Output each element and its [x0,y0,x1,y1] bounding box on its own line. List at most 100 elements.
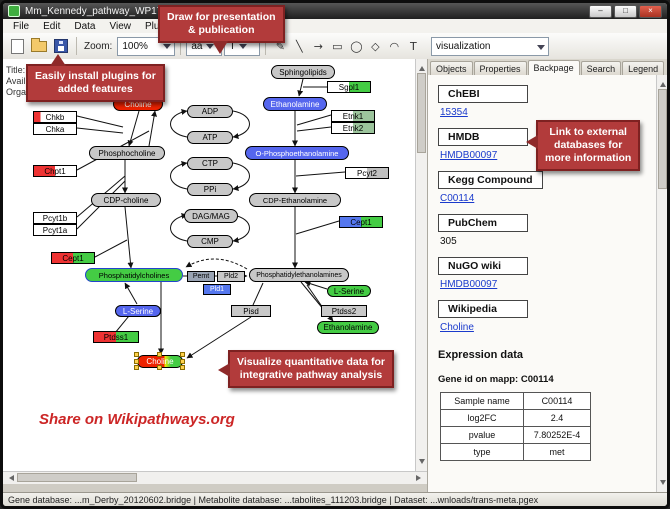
node-adp[interactable]: ADP [187,105,233,118]
tool-button-6[interactable]: ◠ [385,37,403,56]
external-link[interactable]: 15354 [440,107,468,118]
node-sphingolipids[interactable]: Sphingolipids [271,65,335,79]
node-chka[interactable]: Chka [33,123,77,135]
open-file-button[interactable] [29,36,49,56]
canvas-horizontal-scrollbar[interactable] [3,471,427,484]
scroll-down-icon[interactable] [419,459,425,467]
visualization-combo[interactable]: visualization [431,37,549,56]
external-link[interactable]: Choline [440,322,474,333]
tab-objects[interactable]: Objects [430,61,473,75]
node-ethanolamine-top[interactable]: Ethanolamine [263,97,327,111]
node-cept1-right[interactable]: Cept1 [339,216,383,228]
node-cept1-left[interactable]: Cept1 [51,252,95,264]
menu-edit[interactable]: Edit [43,20,61,32]
window-body: Mm_Kennedy_pathway_WP1771_45176.gpml –□×… [3,3,667,506]
section-value: 305 [440,236,457,247]
title-bar[interactable]: Mm_Kennedy_pathway_WP1771_45176.gpml –□× [3,3,667,19]
tab-backpage[interactable]: Backpage [527,60,580,75]
node-pcyt2[interactable]: Pcyt2 [345,167,389,179]
node-l-serine-left[interactable]: L-Serine [115,305,161,317]
new-file-button[interactable] [7,36,27,56]
node-atp[interactable]: ATP [187,131,233,144]
chevron-down-icon [537,44,545,54]
scroll-right-icon[interactable] [416,475,424,481]
external-link[interactable]: C00114 [440,193,475,204]
menu-file[interactable]: File [13,20,30,32]
node-pemt[interactable]: Pemt [187,271,215,282]
panel-vertical-scrollbar[interactable] [656,75,667,492]
tab-properties[interactable]: Properties [473,61,527,75]
canvas-vertical-scrollbar[interactable] [415,59,428,471]
scrollbar-thumb[interactable] [417,73,426,153]
node-pld2[interactable]: Pld2 [217,271,245,282]
node-sgpl1[interactable]: Sgpl1 [327,81,371,93]
node-phosphatidylcholines[interactable]: Phosphatidylcholines [85,268,183,282]
toolbar-separator [265,37,267,55]
node-o-phosphoethanolamine[interactable]: O-Phosphoethanolamine [245,146,349,160]
maximize-button[interactable]: □ [614,4,637,18]
minimize-button[interactable]: – [589,4,612,18]
external-link[interactable]: HMDB00097 [440,279,498,290]
visualization-value: visualization [436,41,491,52]
scrollbar-thumb[interactable] [17,473,137,482]
toolbar: Zoom: 100% aa T ✎╲→▭◯◇◠T visualization [3,33,667,60]
node-pcyt1a[interactable]: Pcyt1a [33,224,77,236]
node-dag-mag[interactable]: DAG/MAG [184,209,238,223]
tool-button-4[interactable]: ◯ [347,37,365,56]
scroll-down-icon[interactable] [660,480,666,488]
node-ctp[interactable]: CTP [187,157,233,170]
save-button[interactable] [51,36,71,56]
scroll-left-icon[interactable] [6,475,14,481]
pathway-edge [252,282,264,306]
menu-data[interactable]: Data [74,20,96,32]
tool-button-2[interactable]: → [309,37,327,56]
node-cdp-ethanolamine[interactable]: CDP-Ethanolamine [249,193,341,207]
tab-legend[interactable]: Legend [622,61,665,75]
node-chkb[interactable]: Chkb [33,111,77,123]
scroll-up-icon[interactable] [660,79,666,87]
scrollbar-thumb[interactable] [658,89,667,189]
node-ptdss2[interactable]: Ptdss2 [321,305,367,317]
selection-handle[interactable] [180,352,185,357]
node-etnk1[interactable]: Etnk1 [331,110,375,122]
node-ptdss1[interactable]: Ptdss1 [93,331,139,343]
selection-handle[interactable] [134,358,139,364]
tab-search[interactable]: Search [580,61,622,75]
selection-handle[interactable] [180,358,185,364]
node-ppi[interactable]: PPi [187,183,233,196]
tool-button-7[interactable]: T [404,37,422,56]
tool-button-1[interactable]: ╲ [290,37,308,56]
node-cdp-choline[interactable]: CDP-choline [91,193,161,207]
node-pisd[interactable]: Pisd [231,305,271,317]
external-link[interactable]: HMDB00097 [440,150,498,161]
node-chpt1[interactable]: Chpt1 [33,165,77,177]
node-l-serine-right[interactable]: L-Serine [327,285,371,297]
selection-handle[interactable] [134,365,139,370]
node-ethanolamine-bottom[interactable]: Ethanolamine [317,321,379,334]
tool-button-0[interactable]: ✎ [271,37,289,56]
expression-cell: Sample name [440,392,524,410]
node-phosphocholine[interactable]: Phosphocholine [89,146,165,160]
node-pld1[interactable]: Pld1 [203,284,231,295]
tool-button-5[interactable]: ◇ [366,37,384,56]
save-disk-icon [54,39,68,53]
selection-handle[interactable] [180,365,185,370]
node-phosphatidylethanolamines[interactable]: Phosphatidylethanolamines [249,268,349,282]
node-cmp[interactable]: CMP [187,235,233,248]
selection-handle[interactable] [157,365,162,370]
close-button[interactable]: × [639,4,662,18]
tool-button-3[interactable]: ▭ [328,37,346,56]
chevron-down-icon [206,44,215,53]
node-pcyt1b[interactable]: Pcyt1b [33,212,77,224]
node-etnk2[interactable]: Etnk2 [331,122,375,134]
menu-view[interactable]: View [109,20,131,32]
selection-handle[interactable] [157,352,162,357]
scroll-up-icon[interactable] [419,63,425,71]
selection-handle[interactable] [134,352,139,357]
callout-line: Easily install plugins for [35,70,156,82]
